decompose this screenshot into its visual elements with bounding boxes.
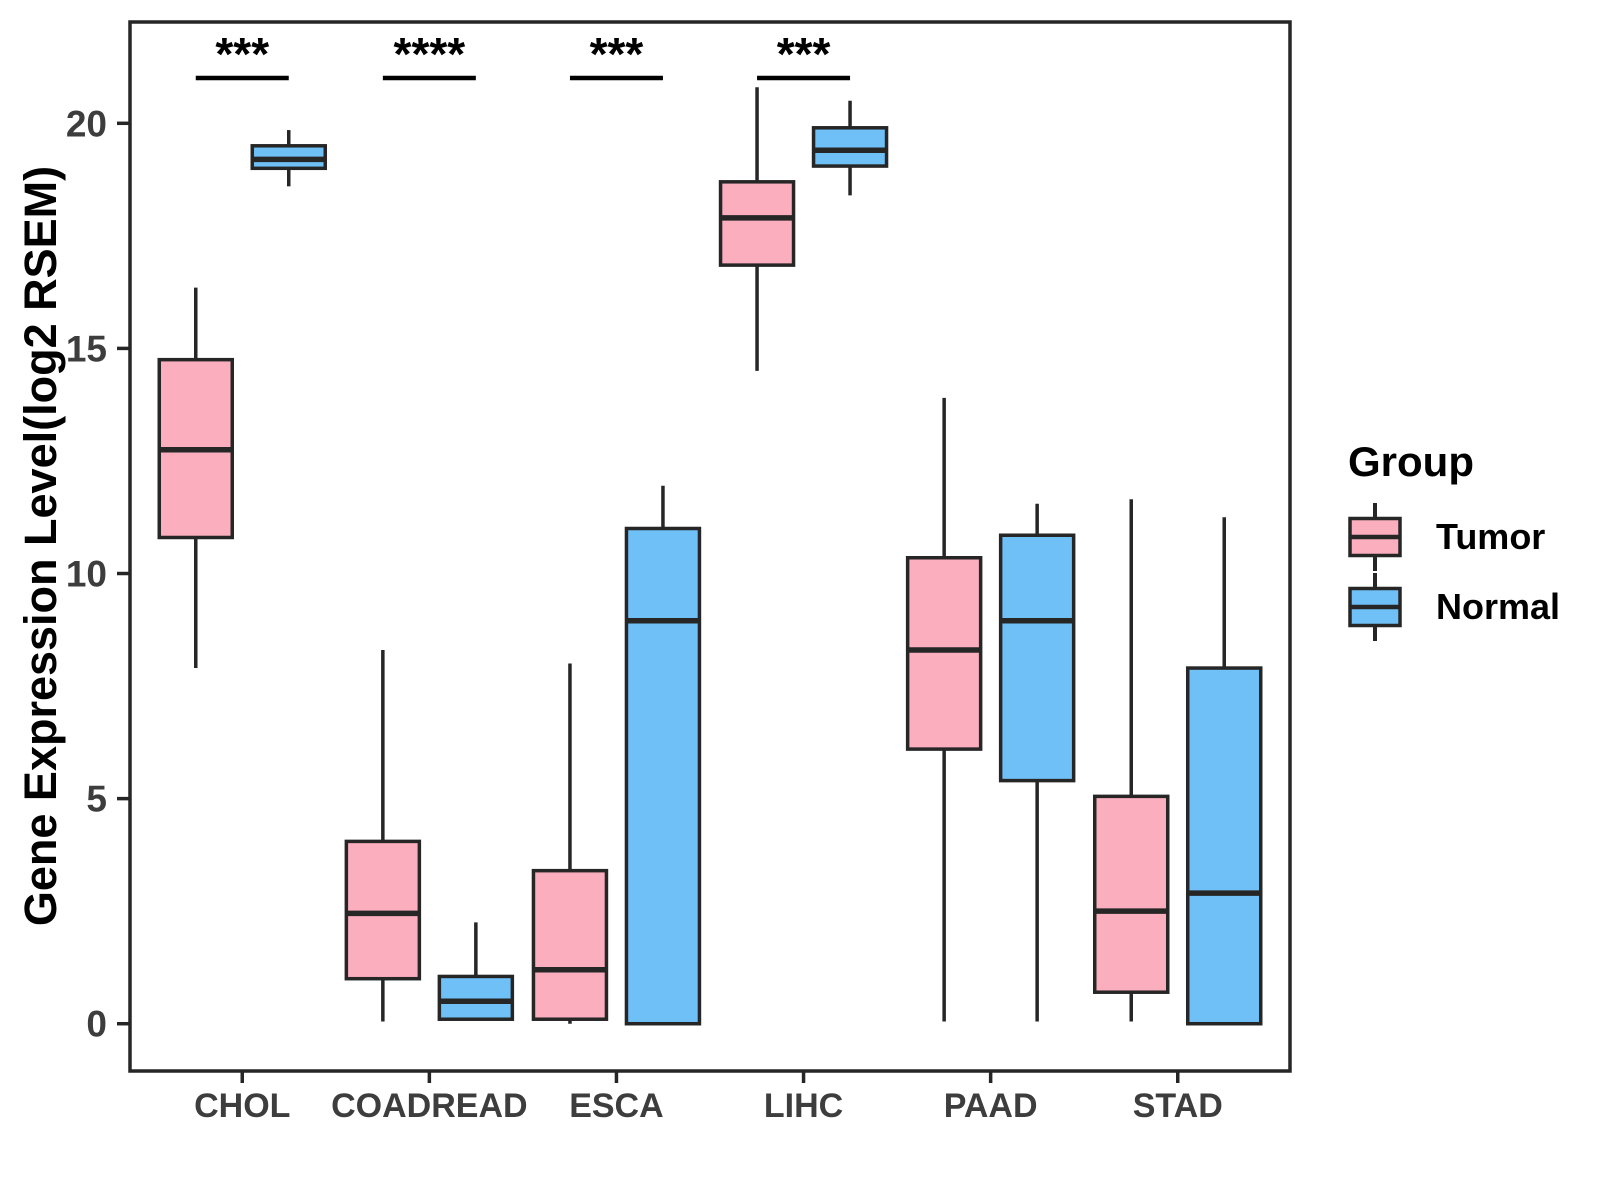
box-normal-ESCA xyxy=(624,485,702,1026)
legend-entry-tumor: Tumor xyxy=(1348,502,1560,572)
x-tick-label-LIHC: LIHC xyxy=(764,1087,843,1125)
significance-stars-CHOL: *** xyxy=(215,28,269,80)
y-tick-label-10: 10 xyxy=(66,554,107,595)
tumor-boxplot-key-icon xyxy=(1348,503,1402,571)
box-normal-CHOL xyxy=(250,130,328,187)
significance-stars-LIHC: *** xyxy=(777,28,831,80)
x-tick-label-CHOL: CHOL xyxy=(194,1087,290,1125)
box-tumor-LIHC xyxy=(718,87,796,371)
box-normal-COADREAD xyxy=(437,922,515,1021)
y-tick-label-0: 0 xyxy=(86,1004,107,1045)
iqr-box xyxy=(1185,666,1263,1026)
y-tick-label-15: 15 xyxy=(66,328,107,369)
box-tumor-ESCA xyxy=(531,663,609,1024)
legend-entry-normal: Normal xyxy=(1348,572,1560,642)
x-tick-label-PAAD: PAAD xyxy=(944,1087,1038,1125)
box-normal-PAAD xyxy=(998,503,1076,1022)
significance-stars-ESCA: *** xyxy=(590,28,644,80)
iqr-box xyxy=(1092,794,1170,994)
box-tumor-CHOL xyxy=(157,287,235,669)
box-tumor-PAAD xyxy=(905,397,983,1022)
normal-boxplot-key-icon xyxy=(1348,573,1402,641)
iqr-box xyxy=(437,974,515,1021)
box-normal-LIHC xyxy=(811,100,889,196)
iqr-box xyxy=(811,126,889,168)
y-tick-label-5: 5 xyxy=(86,779,107,820)
plot-panel-border xyxy=(128,20,1292,1073)
legend-label-normal: Normal xyxy=(1436,586,1561,627)
iqr-box xyxy=(531,868,609,1021)
x-tick-label-STAD: STAD xyxy=(1133,1087,1223,1125)
iqr-box xyxy=(905,556,983,751)
y-axis-title: Gene Expression Level(log2 RSEM) xyxy=(15,166,66,926)
box-tumor-COADREAD xyxy=(344,650,422,1022)
x-tick-label-ESCA: ESCA xyxy=(569,1087,663,1125)
legend-label-tumor: Tumor xyxy=(1436,516,1546,557)
box-tumor-STAD xyxy=(1092,499,1170,1022)
y-tick-label-20: 20 xyxy=(66,103,107,144)
iqr-box xyxy=(624,526,702,1026)
x-tick-label-COADREAD: COADREAD xyxy=(331,1087,527,1125)
legend: Group Tumor Normal xyxy=(1348,438,1560,642)
legend-title: Group xyxy=(1348,438,1474,485)
significance-stars-COADREAD: **** xyxy=(394,28,466,80)
iqr-box xyxy=(718,180,796,267)
iqr-box xyxy=(998,533,1076,783)
box-normal-STAD xyxy=(1185,517,1263,1026)
iqr-box xyxy=(344,839,422,981)
